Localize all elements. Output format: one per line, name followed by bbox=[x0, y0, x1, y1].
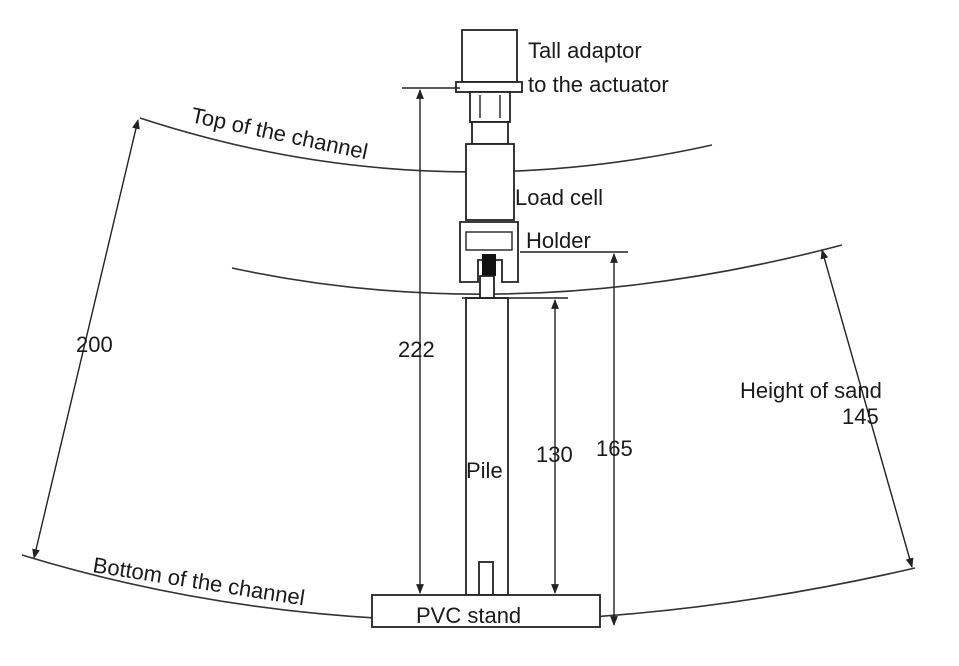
dimension-200-value: 200 bbox=[76, 332, 113, 357]
load-cell-label: Load cell bbox=[515, 185, 603, 210]
pile-tip bbox=[478, 561, 494, 596]
adaptor-neck bbox=[469, 91, 511, 123]
pile-label: Pile bbox=[466, 458, 503, 483]
height-of-sand-label: Height of sand bbox=[740, 378, 882, 403]
dimension-165-value: 165 bbox=[596, 436, 633, 461]
holder bbox=[459, 221, 519, 283]
holder-inner bbox=[465, 231, 513, 251]
tall-adaptor-label-1: Tall adaptor bbox=[528, 38, 642, 63]
adaptor-stem bbox=[471, 121, 509, 145]
dimension-222-value: 222 bbox=[398, 337, 435, 362]
tall-adaptor bbox=[461, 29, 518, 83]
dimension-130-value: 130 bbox=[536, 442, 573, 467]
load-cell bbox=[465, 143, 515, 221]
adaptor-flange bbox=[455, 81, 523, 93]
pile-top-connector bbox=[479, 275, 495, 299]
tall-adaptor-label-2: to the actuator bbox=[528, 72, 669, 97]
top-of-channel-label: Top of the channel bbox=[189, 102, 370, 164]
bottom-of-channel-label: Bottom of the channel bbox=[91, 552, 306, 610]
dimension-line-145 bbox=[820, 249, 914, 568]
sand-surface-curve bbox=[231, 244, 843, 295]
dimension-line-200 bbox=[32, 119, 140, 559]
pile bbox=[465, 297, 509, 596]
dimension-145-value: 145 bbox=[842, 404, 879, 429]
pile-cap bbox=[482, 254, 496, 276]
pvc-stand bbox=[371, 594, 601, 628]
holder-label: Holder bbox=[526, 228, 591, 253]
pvc-stand-label: PVC stand bbox=[416, 603, 521, 628]
